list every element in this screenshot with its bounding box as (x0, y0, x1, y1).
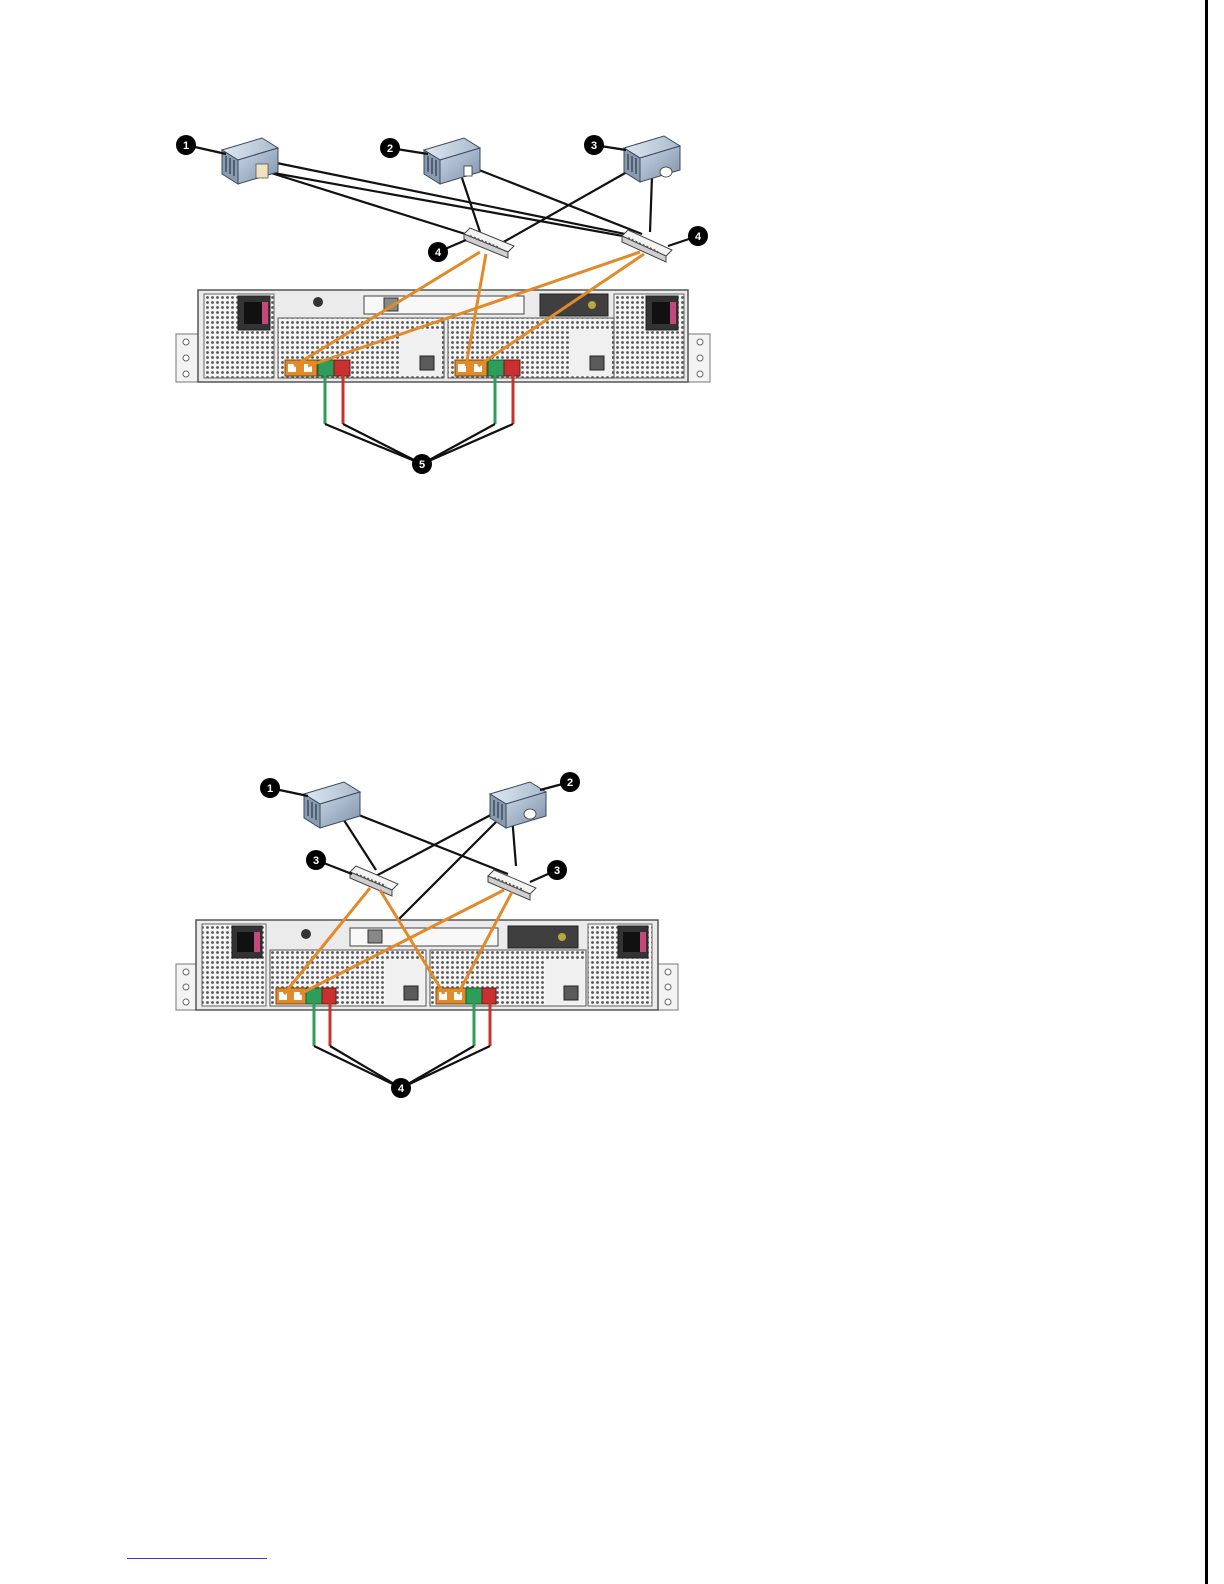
callout-label: 1 (183, 140, 189, 152)
host-server-1 (222, 138, 278, 184)
callout-label: 3 (554, 865, 560, 877)
callout-marker: 5 (412, 454, 432, 474)
callout-marker: 1 (176, 135, 196, 155)
network-switch-left (464, 228, 514, 258)
network-switch-left (350, 866, 398, 896)
callout-label: 5 (419, 459, 425, 471)
host-server-2 (490, 782, 546, 828)
callout-label: 4 (398, 1083, 405, 1095)
host-server-1 (304, 782, 360, 828)
figure-1: 1 2 3 4 4 5 (176, 135, 710, 474)
callout-marker: 3 (547, 860, 567, 880)
callout-label: 1 (267, 783, 273, 795)
callout-label: 2 (567, 777, 573, 789)
callout-label: 4 (435, 247, 442, 259)
callout-marker: 4 (688, 226, 708, 246)
network-switch-right (622, 230, 672, 262)
callout-marker: 1 (260, 778, 280, 798)
figure-2: 1 2 3 3 4 (176, 772, 678, 1098)
callout-marker: 2 (560, 772, 580, 792)
callout-marker: 4 (428, 242, 448, 262)
callout-marker: 4 (391, 1078, 411, 1098)
callout-marker: 2 (380, 138, 400, 158)
storage-enclosure-rear (176, 290, 710, 382)
callout-label: 2 (387, 143, 393, 155)
host-server-3 (624, 136, 680, 182)
callout-label: 4 (695, 231, 702, 243)
host-cables (340, 810, 516, 922)
host-server-2 (424, 138, 480, 184)
callout-label: 3 (591, 140, 597, 152)
callout-label: 3 (313, 855, 319, 867)
callout-marker: 3 (306, 850, 326, 870)
callout-marker: 3 (584, 135, 604, 155)
